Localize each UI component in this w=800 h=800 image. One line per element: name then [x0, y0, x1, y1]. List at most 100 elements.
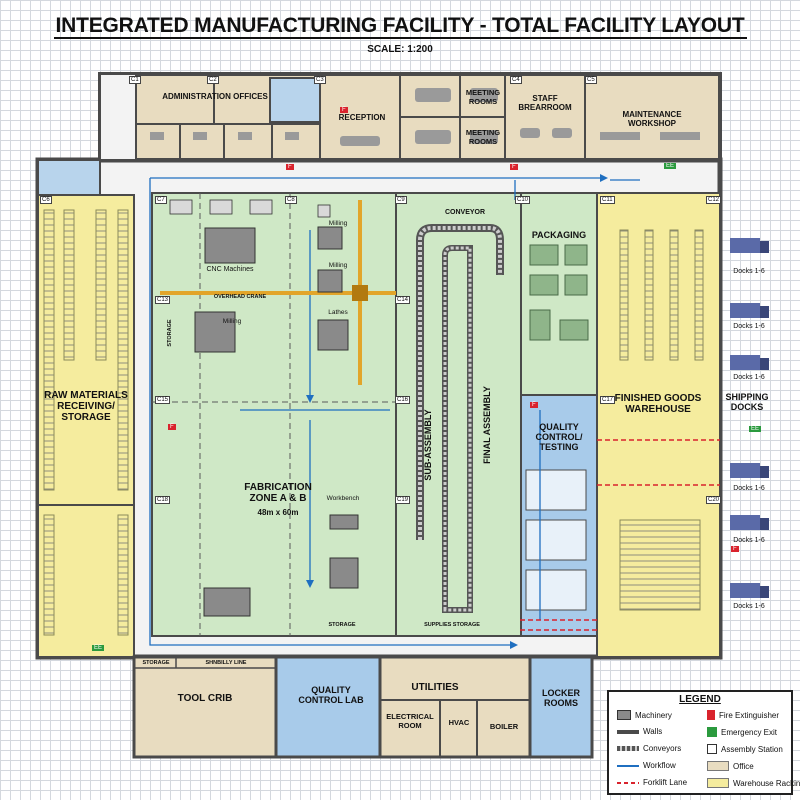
label-milling-top: Milling	[328, 220, 348, 227]
label-staff: STAFF BREARROOM	[518, 94, 572, 112]
label-reception: RECEPTION	[338, 113, 386, 122]
legend-label: Emergency Exit	[721, 727, 778, 737]
restroom-left	[37, 159, 101, 196]
column-c12: C12	[706, 196, 722, 204]
machinery-icons	[194, 226, 359, 617]
legend-label: Machinery	[635, 710, 672, 720]
column-c20: C20	[706, 496, 722, 504]
label-packaging: PACKAGING	[531, 230, 587, 240]
legend-item-conveyors: Conveyors	[617, 744, 681, 753]
label-maintenance: MAINTENANCE WORKSHOP	[622, 110, 682, 128]
dock-label-4: Docks 1-6	[733, 485, 765, 492]
dock-label-5: Docks 1-6	[733, 537, 765, 544]
column-c3: C3	[314, 76, 326, 84]
column-c5: C5	[585, 76, 597, 84]
label-overhead-crane: OVERHEAD CRANE	[213, 294, 267, 300]
dock-label-3: Docks 1-6	[733, 374, 765, 381]
label-raw-materials: RAW MATERIALS RECEIVING/ STORAGE	[44, 390, 128, 423]
forklift-lane	[520, 619, 600, 631]
legend-label: Walls	[643, 727, 663, 736]
fire-extinguisher-icon	[707, 710, 715, 720]
fire-extinguisher-icon-3: F	[510, 164, 518, 170]
column-c7: C7	[155, 196, 167, 204]
legend-label: Workflow	[643, 761, 676, 770]
column-c9: C9	[395, 196, 407, 204]
legend-item-walls: Walls	[617, 727, 662, 736]
column-c2: C2	[207, 76, 219, 84]
legend-label: Office	[733, 761, 754, 771]
label-storage-bottom: STORAGE	[328, 622, 356, 628]
column-c1: C1	[129, 76, 141, 84]
fire-extinguisher-icon-2: F	[286, 164, 294, 170]
dock-label-2: Docks 1-6	[733, 323, 765, 330]
column-c17: C17	[600, 396, 616, 404]
raw-racking	[43, 209, 129, 636]
label-quality-control: QUALITY CONTROL/ TESTING	[535, 422, 583, 452]
label-fabrication-dims: 48m x 60m	[257, 508, 299, 517]
column-c19: C19	[395, 496, 411, 504]
fire-extinguisher-icon-4: F	[168, 424, 176, 430]
column-c16: C16	[395, 396, 411, 404]
legend-label: Conveyors	[643, 744, 682, 753]
label-storage: STORAGE	[142, 660, 170, 666]
emergency-exit-icon: EE	[664, 163, 677, 169]
emergency-exit-icon	[707, 727, 717, 737]
finished-racking	[619, 229, 704, 611]
column-c13: C13	[155, 296, 171, 304]
label-fabrication: FABRICATION ZONE A & B	[244, 482, 312, 504]
emergency-exit-icon-2: EE	[749, 426, 762, 432]
restroom	[269, 77, 321, 123]
conveyor-icon	[617, 746, 639, 751]
room-locker	[528, 655, 594, 759]
label-conveyor: CONVEYOR	[444, 209, 486, 216]
legend-item-assembly: Assembly Station	[707, 744, 783, 754]
legend-label: Warehouse Racking	[733, 778, 800, 788]
truck-icons	[730, 238, 769, 598]
label-lathes: Lathes	[328, 309, 348, 316]
label-workbench: Workbench	[326, 495, 360, 502]
warehouse-racking-icon	[707, 778, 729, 788]
legend-label: Assembly Station	[721, 744, 783, 754]
office-swatch	[707, 761, 729, 771]
label-qc-lab: QUALITY CONTROL LAB	[298, 685, 364, 705]
fire-extinguisher-icon-6: F	[731, 546, 739, 552]
column-c6: C6	[40, 196, 52, 204]
legend-title: LEGEND	[679, 694, 721, 705]
label-electrical: ELECTRICAL ROOM	[386, 712, 434, 730]
label-milling-mid: Milling	[328, 262, 348, 269]
column-c15: C15	[155, 396, 171, 404]
dock-label-1: Docks 1-6	[733, 268, 765, 275]
column-c8: C8	[285, 196, 297, 204]
label-cnc: CNC Machines	[206, 266, 254, 273]
fire-extinguisher-icon-5: F	[530, 402, 538, 408]
dock-label-6: Docks 1-6	[733, 603, 765, 610]
plan-title: INTEGRATED MANUFACTURING FACILITY - TOTA…	[0, 14, 800, 39]
plan-scale: SCALE: 1:200	[367, 44, 433, 55]
column-c18: C18	[155, 496, 171, 504]
label-sub-assembly: SUB-ASSEMBLY	[423, 409, 433, 481]
workflow-arrow-icon	[617, 764, 639, 767]
legend-item-fire: Fire Extinguisher	[707, 710, 779, 720]
column-c11: C11	[600, 196, 615, 204]
label-shipping-docks: SHIPPING DOCKS	[725, 392, 769, 412]
column-c14: C14	[395, 296, 411, 304]
legend-item-exit: Emergency Exit	[707, 727, 777, 737]
room-tool-crib	[132, 655, 278, 759]
label-milling-left: Milling	[222, 318, 242, 325]
label-shelving: SHNBILLY LINE	[205, 660, 247, 666]
assembly-stations	[169, 199, 331, 218]
corridor-left	[99, 73, 137, 161]
label-admin: ADMINISTRATION OFFICES	[162, 92, 268, 101]
legend-item-racking: Warehouse Racking	[707, 778, 800, 788]
label-tool-crib: TOOL CRIB	[177, 693, 233, 704]
assembly-station-icon	[707, 744, 717, 754]
label-locker: LOCKER ROOMS	[542, 688, 580, 708]
plan-title-text: INTEGRATED MANUFACTURING FACILITY - TOTA…	[53, 14, 747, 39]
legend-item-workflow: Workflow	[617, 761, 676, 770]
fire-extinguisher-icon: F	[340, 107, 348, 113]
label-supplies: SUPPLIES STORAGE	[424, 622, 480, 628]
machinery-icon	[617, 710, 631, 720]
walls-icon	[617, 729, 639, 734]
column-c4: C4	[510, 76, 522, 84]
